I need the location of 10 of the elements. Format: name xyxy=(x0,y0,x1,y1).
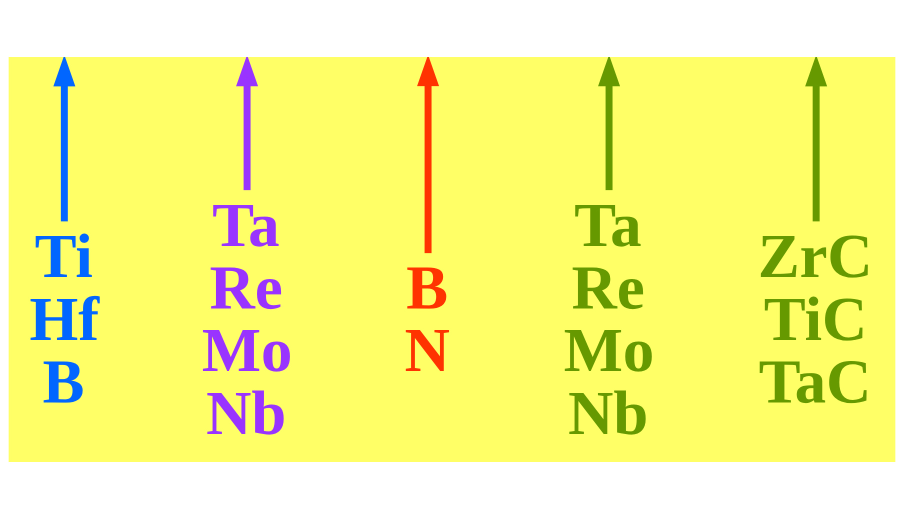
node-text: Ta Re Mo Nb xyxy=(564,190,654,448)
node-text: Ta Re Mo Nb xyxy=(202,190,292,448)
node-text: B N xyxy=(404,252,450,386)
arrow xyxy=(805,57,828,222)
node-text: Ti Hf B xyxy=(30,221,100,416)
node-text: ZrC TiC TaC xyxy=(758,221,873,416)
arrow xyxy=(598,57,620,190)
arrow xyxy=(417,57,440,254)
arrow xyxy=(53,57,76,222)
arrow xyxy=(236,57,258,190)
